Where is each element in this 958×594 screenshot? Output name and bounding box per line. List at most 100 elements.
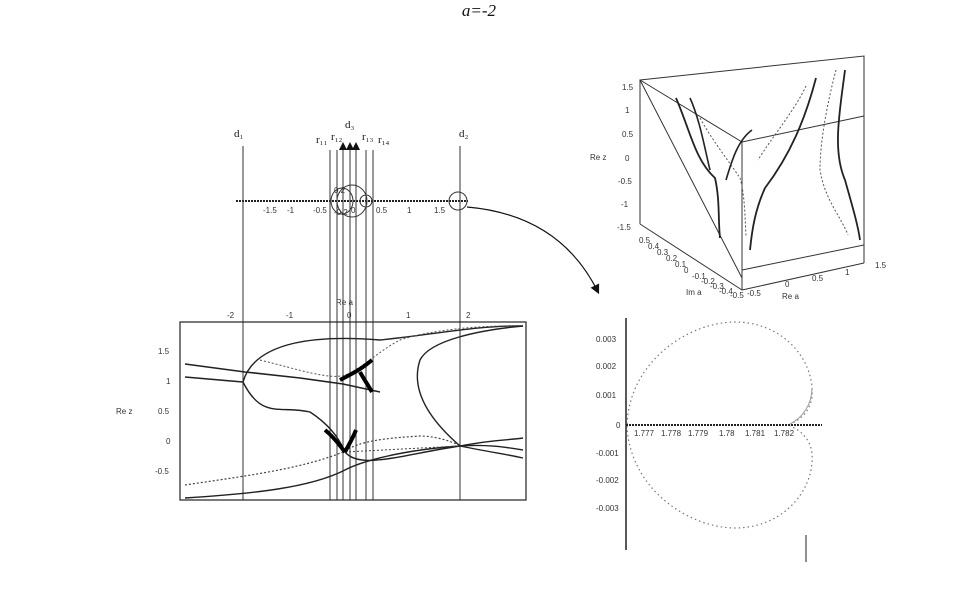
top-axis: -1.5 -1 -0.5 0 0.5 1 1.5 0.2 -0.2	[236, 184, 600, 295]
zoom-ytick: 0.003	[596, 335, 617, 344]
bifurcation-ytick: 1	[166, 377, 171, 386]
figure-title: a=-2	[462, 1, 497, 20]
zoom-circle	[448, 191, 468, 211]
bifurcation-ytick: 0	[166, 437, 171, 446]
curve	[416, 325, 524, 447]
plot3d-ztick: -0.5	[618, 177, 632, 186]
plot3d-xtick: 0.4	[648, 242, 660, 251]
curve	[339, 358, 374, 382]
top-axis-tick: 0	[351, 206, 356, 215]
plot3d-ztick: 0.5	[622, 130, 634, 139]
zoom-curve	[626, 425, 813, 529]
d3-arrows	[339, 142, 360, 150]
zoom-curve	[789, 387, 813, 425]
plot3d-xtick: -0.2	[701, 277, 715, 286]
zoom-ytick: -0.003	[596, 504, 619, 513]
curve-3d	[819, 69, 849, 236]
zoom-curve	[626, 321, 813, 425]
plot3d-zlabel: Re z	[590, 153, 606, 162]
plot3d-xtick: -0.1	[692, 272, 706, 281]
bifurcation-ytick: 0.5	[158, 407, 170, 416]
r13-label: r₁₃	[362, 131, 373, 143]
curve	[184, 363, 381, 393]
top-axis-tick: -1.5	[263, 206, 277, 215]
zoom-ytick: 0	[616, 421, 621, 430]
curve	[344, 445, 461, 453]
zoom-xtick: 1.779	[688, 429, 709, 438]
plot3d-ztick: 1.5	[622, 83, 634, 92]
top-axis-tick: -1	[287, 206, 295, 215]
d1-label: d₁	[234, 128, 244, 140]
curve	[184, 437, 524, 499]
zoom-ytick: -0.002	[596, 476, 619, 485]
plot3d-xtick: 0.5	[639, 236, 651, 245]
curve-3d	[689, 97, 711, 171]
plot3d-xtick: 0.2	[666, 254, 678, 263]
plot3d-ytick: 1.5	[875, 261, 887, 270]
zoom-ytick: 0.002	[596, 362, 617, 371]
curve-3d	[675, 97, 721, 239]
plot3d-xtick: -0.5	[730, 291, 744, 300]
plot3d-xlabel: Im a	[686, 288, 702, 297]
inset-tick: 0.2	[334, 186, 346, 195]
curve	[343, 429, 358, 453]
zoom-xtick: 1.78	[719, 429, 735, 438]
curve-3d	[757, 85, 807, 161]
zoom-plot: 0.003 0.002 0.001 0 -0.001 -0.002 -0.003…	[596, 318, 822, 562]
zoom-xtick: 1.781	[745, 429, 766, 438]
bifurcation-frame	[179, 321, 527, 501]
curve-3d	[699, 117, 747, 237]
bifurcation-xlabel: Re a	[336, 298, 353, 307]
bifurcation-xtick: 0	[347, 311, 352, 320]
curve-3d	[749, 77, 817, 251]
plot3d-ztick: 1	[625, 106, 630, 115]
bifurcation-ytick: -0.5	[155, 467, 169, 476]
zoom-xtick: 1.782	[774, 429, 795, 438]
zoom-xtick: 1.777	[634, 429, 655, 438]
curve	[242, 381, 524, 462]
plot3d-xtick: -0.3	[710, 282, 724, 291]
bifurcation-xtick: 2	[466, 311, 471, 320]
curve	[242, 325, 524, 383]
plot3d-xtick: -0.4	[719, 287, 733, 296]
inset-tick: -0.2	[334, 208, 348, 217]
bifurcation-ytick: 1.5	[158, 347, 170, 356]
plot3d-ztick: -1	[621, 200, 629, 209]
curve-3d	[837, 69, 861, 241]
plot3d-ztick: 0	[625, 154, 630, 163]
zoom-xtick: 1.778	[661, 429, 682, 438]
top-axis-tick: 0.5	[376, 206, 388, 215]
zoom-ytick: -0.001	[596, 449, 619, 458]
plot3d-xtick: 0.1	[675, 260, 687, 269]
plot-3d: Re z Im a Re a 1.5 1 0.5 0 -0.5 -1 -1.5 …	[590, 55, 887, 301]
bifurcation-ylabel: Re z	[116, 407, 132, 416]
bifurcation-plot: Re a Re z -2 -1 0 1 2 1.5 1 0.5 0 -0.5	[116, 298, 527, 501]
plot3d-ztick: -1.5	[617, 223, 631, 232]
top-axis-tick: 1	[407, 206, 412, 215]
bifurcation-xtick: -1	[286, 311, 294, 320]
plot3d-xtick: 0.3	[657, 248, 669, 257]
plot3d-ytick: 0.5	[812, 274, 824, 283]
zoom-ytick: 0.001	[596, 391, 617, 400]
r11-label: r₁₁	[316, 134, 327, 146]
plot3d-ylabel: Re a	[782, 292, 799, 301]
d2-label: d₂	[459, 128, 469, 140]
bifurcation-xtick: -2	[227, 311, 235, 320]
curve-3d	[725, 129, 753, 181]
plot3d-ytick: 0	[785, 280, 790, 289]
plot3d-ytick: 1	[845, 268, 850, 277]
bifurcation-xtick: 1	[406, 311, 411, 320]
curve	[259, 325, 524, 377]
plot3d-ytick: -0.5	[747, 289, 761, 298]
curve	[184, 435, 461, 486]
d3-label: d₃	[345, 119, 355, 131]
top-axis-tick: 1.5	[434, 206, 446, 215]
zoom-arrow	[466, 206, 600, 295]
r12-label: r₁₂	[331, 131, 342, 143]
curve	[184, 376, 244, 383]
vertical-guides	[242, 146, 461, 500]
curve	[358, 371, 374, 393]
top-axis-tick: -0.5	[313, 206, 327, 215]
plot3d-xtick: 0	[684, 266, 689, 275]
